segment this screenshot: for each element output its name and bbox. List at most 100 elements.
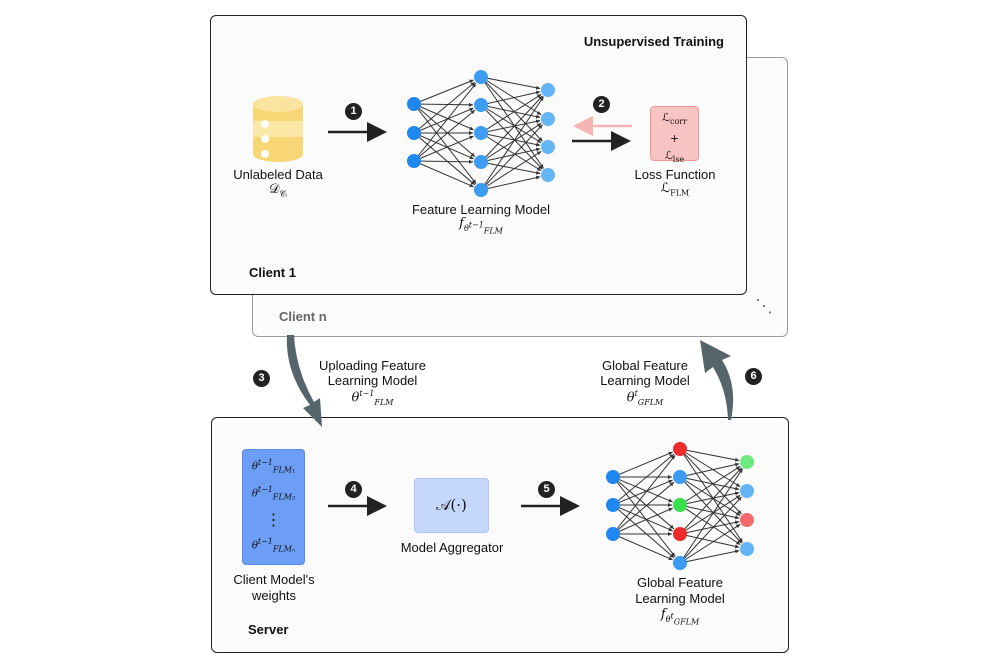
network-node bbox=[740, 455, 754, 469]
step-1-badge: 1 bbox=[345, 103, 362, 120]
network-edge bbox=[679, 520, 740, 535]
network-edge bbox=[612, 479, 673, 506]
network-edge bbox=[413, 81, 476, 134]
network-node bbox=[606, 498, 620, 512]
network-node bbox=[541, 140, 555, 154]
network-edge bbox=[413, 102, 474, 107]
database-icon bbox=[253, 96, 303, 162]
network-edge bbox=[679, 448, 740, 462]
network-edge bbox=[612, 476, 673, 503]
network-edge bbox=[679, 504, 741, 546]
network-edge bbox=[413, 103, 474, 131]
network-edge bbox=[612, 507, 673, 535]
network-edge bbox=[413, 160, 474, 188]
feature-learning-network bbox=[407, 70, 555, 197]
network-edge bbox=[480, 122, 542, 163]
loss-function-math: ℒFLM bbox=[660, 181, 690, 198]
network-edge bbox=[413, 79, 474, 105]
curved-arrow-upload bbox=[286, 335, 322, 427]
network-edge bbox=[413, 103, 477, 184]
network-edge bbox=[413, 109, 476, 162]
global-download-math: θtGFLM bbox=[626, 389, 664, 407]
client-weights-box: θt−1FLM₁ θt−1FLM₂ ⋮ θt−1FLMₙ bbox=[242, 449, 305, 565]
network-edge bbox=[612, 454, 676, 535]
network-node bbox=[606, 470, 620, 484]
step-2-badge: 2 bbox=[593, 96, 610, 113]
network-edge bbox=[679, 468, 743, 564]
network-edge bbox=[480, 150, 542, 191]
step-6-badge: 6 bbox=[745, 368, 762, 385]
feature-model-label: Feature Learning Model bbox=[411, 202, 551, 217]
network-edge bbox=[612, 476, 676, 557]
network-node bbox=[673, 470, 687, 484]
loss-function-label: Loss Function bbox=[634, 167, 716, 182]
model-aggregator-box: 𝒜(·) bbox=[414, 478, 489, 533]
network-edge bbox=[612, 504, 675, 559]
network-edge bbox=[480, 147, 541, 163]
network-edge bbox=[480, 93, 542, 134]
model-aggregator-label: Model Aggregator bbox=[400, 540, 504, 555]
network-edge bbox=[413, 159, 474, 164]
network-edge bbox=[413, 82, 477, 162]
network-edge bbox=[480, 90, 541, 106]
network-node bbox=[740, 542, 754, 556]
network-edge bbox=[413, 132, 476, 186]
network-edge bbox=[413, 103, 476, 158]
network-edge bbox=[612, 453, 675, 506]
network-edge bbox=[679, 523, 741, 564]
step-5-badge: 5 bbox=[538, 481, 555, 498]
network-node bbox=[673, 498, 687, 512]
network-edge bbox=[679, 476, 740, 491]
upload-math: θt−1FLM bbox=[351, 389, 394, 407]
network-node bbox=[474, 98, 488, 112]
network-edge bbox=[480, 104, 543, 170]
network-node bbox=[740, 513, 754, 527]
network-edge bbox=[413, 132, 474, 160]
network-edge bbox=[679, 448, 743, 543]
network-edge bbox=[480, 124, 543, 191]
network-edge bbox=[480, 104, 541, 119]
network-node bbox=[474, 183, 488, 197]
network-edge bbox=[480, 96, 544, 191]
network-node bbox=[474, 126, 488, 140]
network-node bbox=[541, 168, 555, 182]
global-feature-network bbox=[606, 442, 754, 570]
network-edge bbox=[679, 462, 740, 478]
network-node bbox=[740, 484, 754, 498]
network-edge bbox=[679, 467, 742, 535]
network-node bbox=[541, 112, 555, 126]
network-edge bbox=[679, 448, 742, 515]
unlabeled-data-label: Unlabeled Data bbox=[233, 167, 323, 182]
network-edge bbox=[679, 496, 742, 564]
network-edge bbox=[612, 504, 673, 532]
section-title: Unsupervised Training bbox=[583, 34, 724, 49]
loss-function-box: ℒcorr + ℒlse bbox=[650, 106, 699, 164]
network-edge bbox=[612, 533, 673, 561]
network-edge bbox=[679, 549, 740, 564]
network-edge bbox=[679, 533, 740, 549]
curved-arrow-download bbox=[700, 340, 734, 420]
network-edge bbox=[480, 119, 541, 134]
ellipsis-icon: ⋱ bbox=[755, 296, 773, 316]
network-node bbox=[407, 126, 421, 140]
network-edge bbox=[480, 76, 544, 169]
network-edge bbox=[612, 476, 675, 530]
network-node bbox=[474, 155, 488, 169]
network-node bbox=[541, 83, 555, 97]
network-edge bbox=[480, 76, 541, 90]
step-3-badge: 3 bbox=[253, 370, 270, 387]
network-node bbox=[407, 154, 421, 168]
network-edge bbox=[679, 465, 741, 506]
network-edge bbox=[480, 95, 543, 163]
network-node bbox=[606, 527, 620, 541]
network-edge bbox=[413, 107, 474, 134]
client-1-label: Client 1 bbox=[249, 265, 296, 280]
unlabeled-data-math: 𝒟𝒞ᵢ bbox=[269, 182, 287, 199]
network-edge bbox=[413, 135, 474, 162]
network-edge bbox=[679, 476, 742, 544]
step-4-badge: 4 bbox=[345, 481, 362, 498]
